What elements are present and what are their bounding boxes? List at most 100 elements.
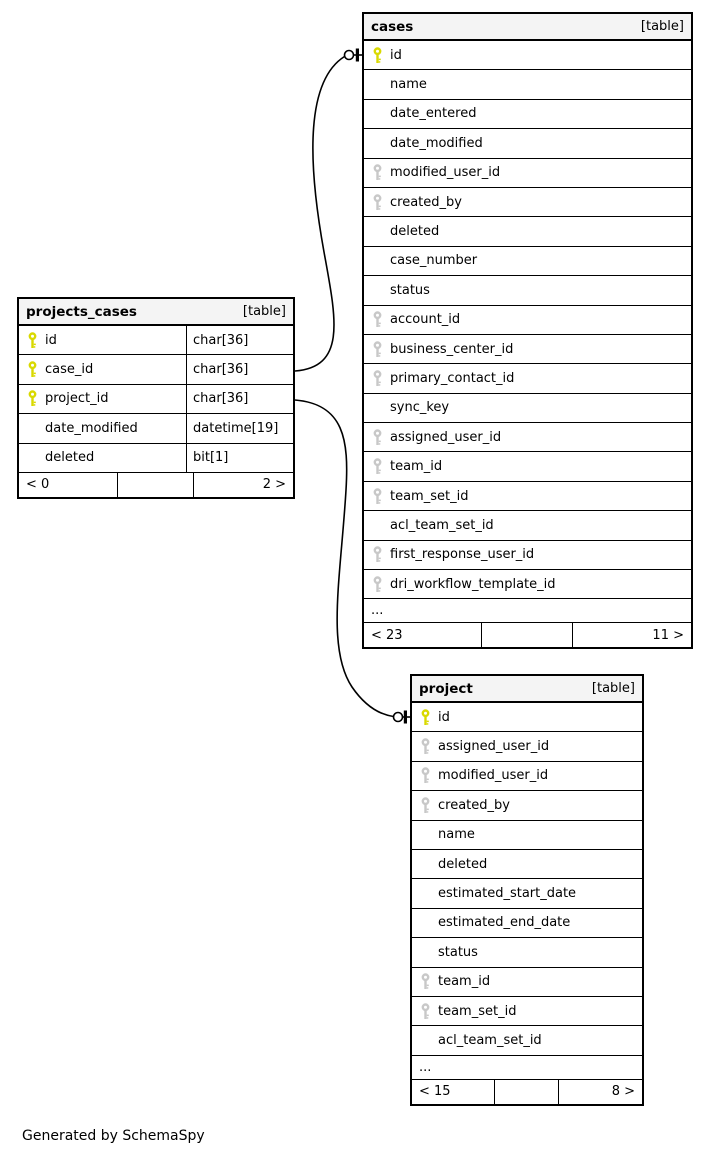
key-cell <box>412 797 438 814</box>
column-row-created_by: created_by <box>412 791 642 821</box>
column-name: team_set_id <box>438 1003 517 1019</box>
column-row-team_id: team_id <box>364 452 691 482</box>
column-name: acl_team_set_id <box>390 517 494 533</box>
key-cell <box>364 458 390 475</box>
column-name: assigned_user_id <box>390 429 502 445</box>
one-cardinality-icon <box>355 48 359 62</box>
column-type: bit[1] <box>186 443 293 472</box>
foreign-key-icon <box>421 767 430 784</box>
foreign-key-icon <box>421 1002 430 1019</box>
column-name: date_modified <box>45 420 138 436</box>
column-name: status <box>438 944 478 960</box>
column-name: sync_key <box>390 400 450 416</box>
key-cell <box>364 193 390 211</box>
column-row-account_id: account_id <box>364 305 691 335</box>
column-row-id: id <box>412 703 642 733</box>
primary-key-icon <box>421 708 430 725</box>
foreign-key-icon <box>373 429 382 445</box>
column-type: char[36] <box>186 355 293 384</box>
foreign-key-icon <box>373 311 382 328</box>
related-count-right: 11 > <box>652 627 684 643</box>
column-type: char[36] <box>186 384 293 414</box>
table-title-project[interactable]: project <box>419 680 473 697</box>
column-row-date_modified: date_modified <box>364 129 691 159</box>
key-cell <box>364 487 390 505</box>
column-row-case_number: case_number <box>364 246 691 277</box>
column-name: id <box>438 709 450 725</box>
foreign-key-icon <box>373 576 382 592</box>
column-row-first_response_user_id: first_response_user_id <box>364 540 691 571</box>
table-title-projects_cases[interactable]: projects_cases <box>26 303 137 320</box>
table-title-cases[interactable]: cases <box>371 18 414 35</box>
primary-key-icon <box>28 331 37 348</box>
column-name: created_by <box>390 194 462 210</box>
column-name: team_set_id <box>390 488 469 504</box>
relationship-line-projects_cases-cases <box>294 48 362 372</box>
column-name: project_id <box>45 391 109 407</box>
column-row-deleted: deleted <box>412 849 642 880</box>
key-cell <box>364 340 390 358</box>
key-cell <box>412 738 438 755</box>
table-header-project: project[table] <box>412 676 642 703</box>
column-name: id <box>45 332 57 348</box>
column-type: char[36] <box>186 326 293 355</box>
foreign-key-icon <box>373 164 382 181</box>
column-name: estimated_start_date <box>438 886 577 902</box>
column-row-id: id <box>364 41 691 71</box>
column-name: deleted <box>438 856 488 872</box>
zero-cardinality-icon <box>343 49 355 61</box>
related-count-left: < 23 <box>364 623 482 648</box>
column-name: estimated_end_date <box>438 915 571 931</box>
foreign-key-icon <box>373 487 382 504</box>
column-name: acl_team_set_id <box>438 1032 542 1048</box>
column-name: modified_user_id <box>390 165 501 181</box>
column-row-team_set_id: team_set_id <box>412 996 642 1027</box>
column-name: first_response_user_id <box>390 547 535 563</box>
column-name: id <box>390 47 402 63</box>
column-row-case_id: case_id char[36] <box>19 355 293 385</box>
key-cell <box>364 546 390 563</box>
related-count-left: < 0 <box>19 472 118 497</box>
table-header-cases: cases[table] <box>364 14 691 41</box>
column-name: business_center_id <box>390 341 514 357</box>
table-header-projects_cases: projects_cases[table] <box>19 299 293 326</box>
column-row-estimated_start_date: estimated_start_date <box>412 879 642 909</box>
column-name: case_number <box>390 253 478 269</box>
related-count-left: < 15 <box>412 1079 495 1104</box>
zero-cardinality-icon <box>392 711 404 723</box>
column-row-primary_contact_id: primary_contact_id <box>364 364 691 394</box>
column-row-modified_user_id: modified_user_id <box>412 761 642 792</box>
column-row-project_id: project_id char[36] <box>19 384 293 415</box>
key-cell <box>364 164 390 181</box>
key-cell <box>412 767 438 784</box>
foreign-key-icon <box>421 738 430 755</box>
generator-credit: Generated by SchemaSpy <box>22 1128 205 1144</box>
column-name: team_id <box>438 974 491 990</box>
column-row-id: id char[36] <box>19 326 293 356</box>
column-name: primary_contact_id <box>390 370 515 386</box>
column-name: date_entered <box>390 106 477 122</box>
column-name: case_id <box>45 362 94 378</box>
footer-spacer <box>495 1079 560 1104</box>
key-cell <box>412 1002 438 1020</box>
one-cardinality-icon <box>403 710 407 724</box>
column-row-name: name <box>364 70 691 100</box>
more-columns-ellipsis: ... <box>364 599 691 624</box>
key-cell <box>412 708 438 726</box>
key-cell <box>19 361 45 378</box>
key-cell <box>364 311 390 328</box>
column-name: deleted <box>390 224 440 240</box>
foreign-key-icon <box>421 797 430 813</box>
column-row-acl_team_set_id: acl_team_set_id <box>412 1026 642 1056</box>
column-row-date_entered: date_entered <box>364 99 691 130</box>
key-cell <box>364 429 390 446</box>
column-row-business_center_id: business_center_id <box>364 334 691 365</box>
column-name: deleted <box>45 450 95 466</box>
key-cell <box>412 973 438 990</box>
